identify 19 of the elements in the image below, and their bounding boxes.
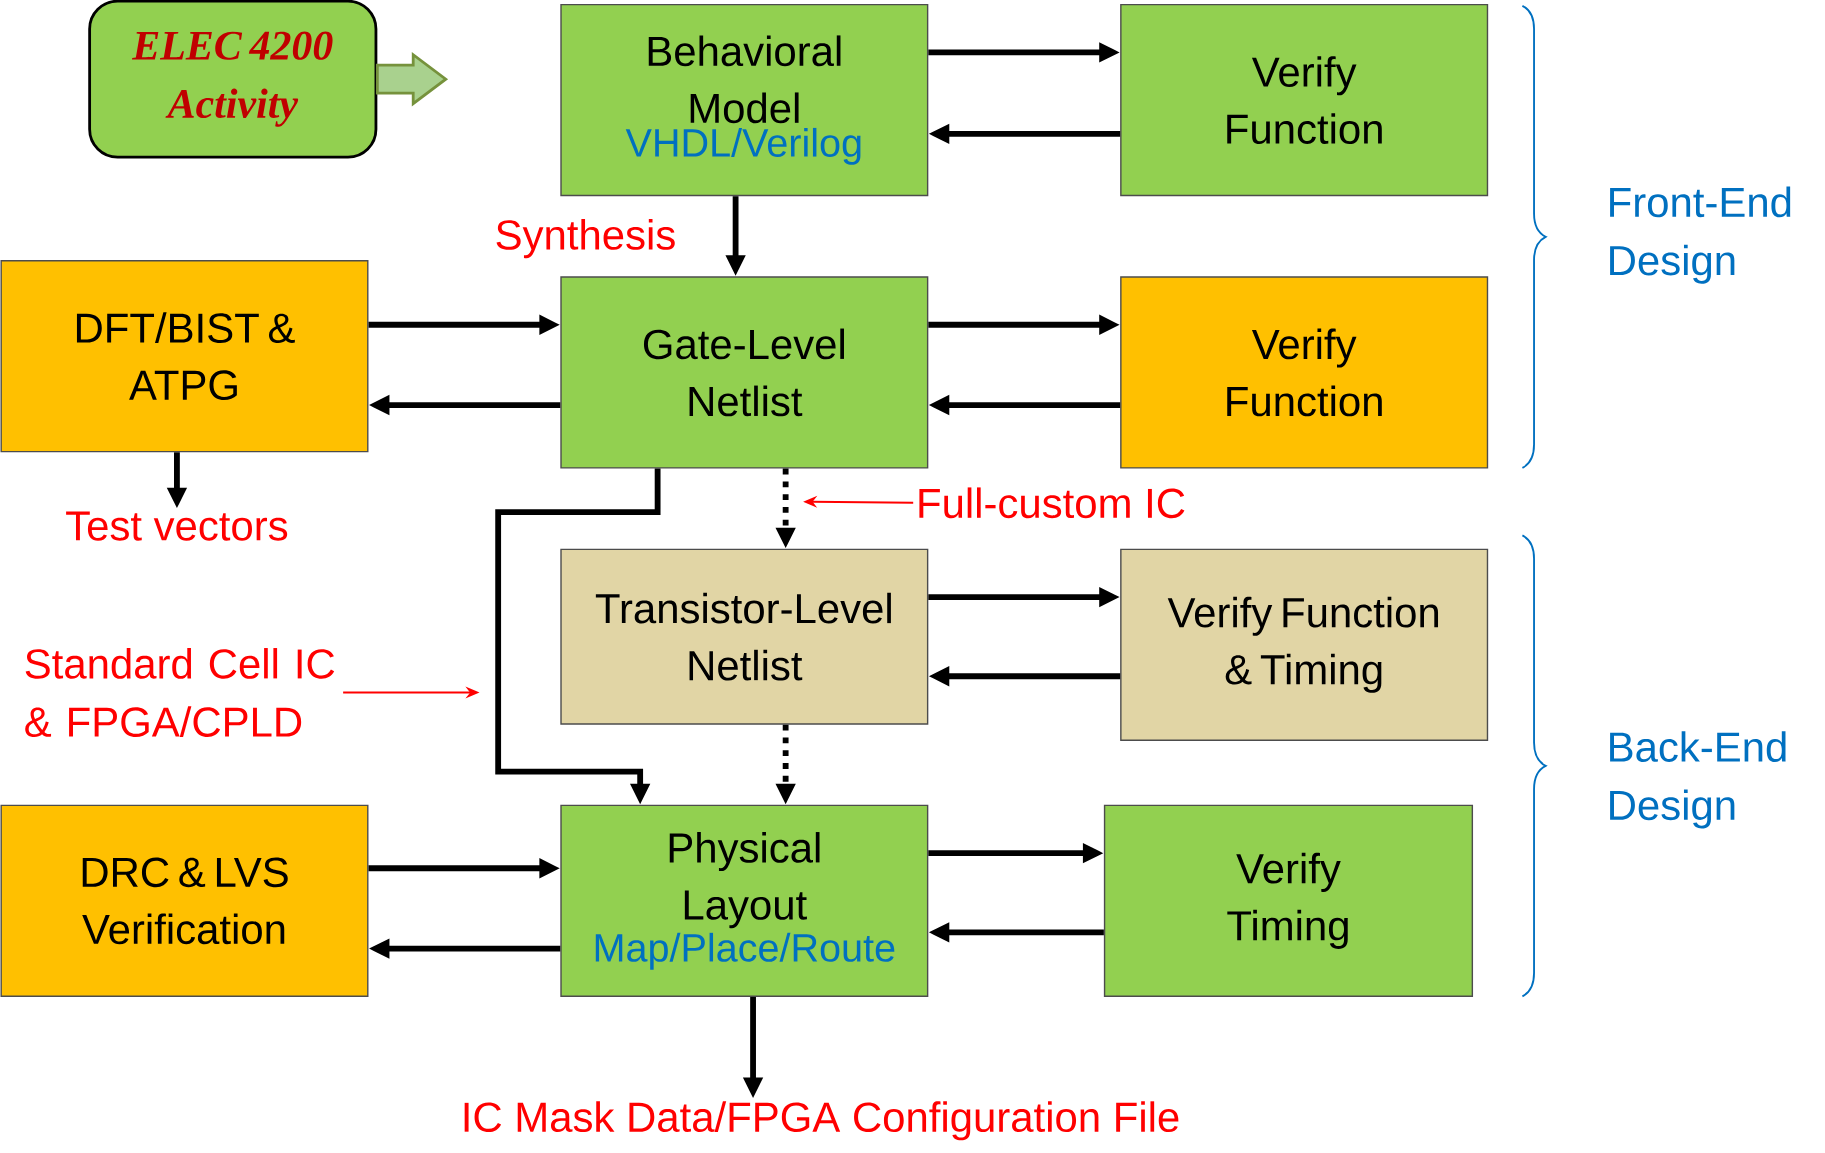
process-box: Behavioral Model VHDL/Verilog — [560, 3, 929, 197]
process-box: Verify Timing — [1103, 804, 1474, 997]
output-text: IC Mask Data/FPGA Configuration File — [464, 1101, 1179, 1141]
activity-box: ELEC 4200 Activity — [88, 0, 378, 159]
process-box: Physical Layout Map/Place/Route — [560, 804, 929, 997]
process-box: Verify Function & Timing — [1120, 548, 1489, 741]
process-box: Transistor-Level Netlist — [560, 548, 929, 725]
block-arrow — [375, 51, 449, 107]
note-text: Standard Cell IC & FPGA/CPLD — [25, 647, 335, 737]
process-box: Verify Function — [1120, 276, 1489, 469]
process-box: Gate-Level Netlist — [560, 276, 929, 469]
process-box: DRC & LVS Verification — [0, 804, 369, 997]
process-box: Verify Function — [1120, 3, 1489, 197]
process-box: DFT/BIST & ATPG — [0, 259, 369, 453]
section-label: Back-End Design — [1610, 731, 1786, 829]
note-text: Full-custom IC — [919, 487, 1185, 518]
section-label: Front-End Design — [1610, 186, 1791, 284]
note-text: Test vectors — [66, 511, 288, 541]
edge-label: Synthesis — [492, 216, 679, 261]
